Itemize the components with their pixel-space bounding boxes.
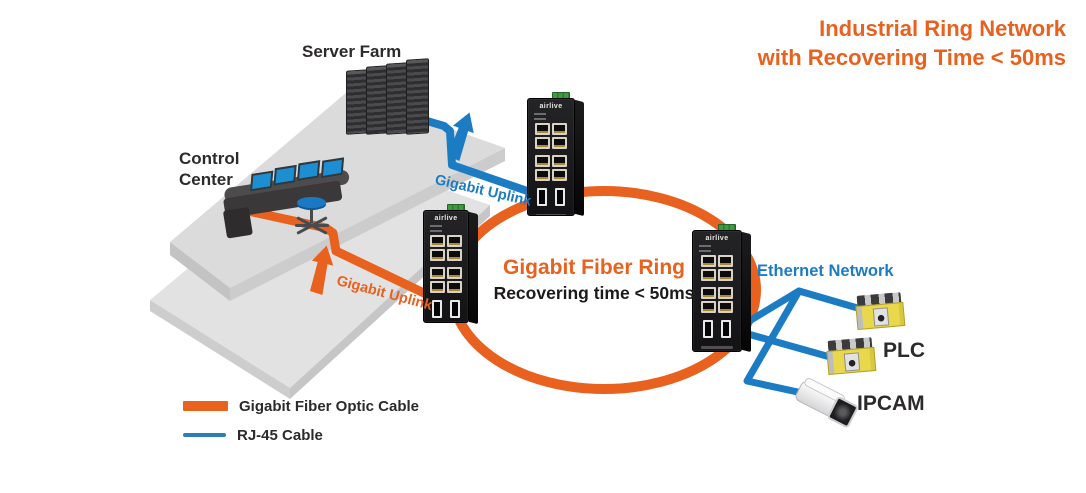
legend-rj45-swatch xyxy=(183,433,226,437)
ethernet-network-label: Ethernet Network xyxy=(757,262,894,280)
switch-sfp-slots xyxy=(703,320,731,338)
industrial-switch-left: airlive xyxy=(423,204,478,324)
switch-status-leds xyxy=(534,113,546,120)
ipcam-body-group xyxy=(792,376,860,429)
switch-status-leds xyxy=(699,245,711,252)
switch-front-panel: airlive xyxy=(527,98,575,216)
office-chair xyxy=(293,197,333,241)
control-center-label-line2: Center xyxy=(179,170,233,189)
monitor-screen xyxy=(250,170,274,192)
control-center-label-line1: Control xyxy=(179,149,240,168)
switch-sfp-slots xyxy=(537,188,565,206)
legend-fiber-label: Gigabit Fiber Optic Cable xyxy=(239,397,420,415)
legend-item-fiber: Gigabit Fiber Optic Cable xyxy=(183,397,419,415)
switch-sfp-slots xyxy=(432,300,460,318)
server-rack-group xyxy=(346,58,436,138)
monitor-screen xyxy=(273,164,297,186)
switch-model-label xyxy=(536,214,566,215)
legend-item-rj45: RJ-45 Cable xyxy=(183,426,323,444)
plc-center-module xyxy=(843,352,861,372)
ipcam-label: IPCAM xyxy=(857,392,925,415)
switch-brand-logo: airlive xyxy=(539,103,563,110)
plc-label: PLC xyxy=(883,339,925,362)
chair-stem xyxy=(310,206,313,223)
plc-device-1 xyxy=(855,292,906,331)
ring-caption: Gigabit Fiber Ring Recovering time < 50m… xyxy=(478,256,710,304)
industrial-switch-top: airlive xyxy=(527,92,584,217)
switch-model-label xyxy=(701,346,733,349)
switch-front-panel: airlive xyxy=(692,230,742,352)
switch-brand-logo: airlive xyxy=(434,215,458,222)
monitor-screen xyxy=(320,157,345,179)
switch-side-panel xyxy=(742,231,751,353)
ethernet-cable-plc2 xyxy=(737,328,834,361)
server-rack xyxy=(406,58,429,135)
switch-rj45-ports xyxy=(535,123,567,181)
control-center-label: Control Center xyxy=(179,148,239,190)
switch-side-panel xyxy=(575,99,584,217)
server-farm-label: Server Farm xyxy=(302,42,402,61)
ethernet-cable-ipcam xyxy=(743,287,811,398)
diagram-title-line2: with Recovering Time < 50ms xyxy=(757,45,1066,70)
fiber-uplink-cable xyxy=(243,206,433,300)
switch-rj45-ports xyxy=(430,235,462,293)
switch-side-panel xyxy=(469,211,478,324)
uplink-arrow-blue xyxy=(447,112,474,161)
ipcam-device xyxy=(793,374,861,429)
plc-center-module xyxy=(872,307,890,327)
desk-base xyxy=(222,206,253,239)
industrial-switch-right: airlive xyxy=(692,224,751,353)
legend-fiber-swatch xyxy=(183,401,228,411)
monitor-screen xyxy=(296,160,321,181)
uplink-arrow-orange xyxy=(309,245,334,295)
ring-subtitle: Recovering time < 50ms xyxy=(493,283,695,303)
switch-front-panel: airlive xyxy=(423,210,469,323)
switch-rj45-ports xyxy=(701,255,733,313)
plc-device-2 xyxy=(826,337,877,376)
ethernet-cables xyxy=(737,287,865,398)
chair-seat xyxy=(297,197,326,208)
diagram-title-line1: Industrial Ring Network xyxy=(819,16,1066,41)
legend-rj45-label: RJ-45 Cable xyxy=(237,426,323,444)
ring-title: Gigabit Fiber Ring xyxy=(503,256,685,279)
switch-status-leds xyxy=(430,225,442,232)
diagram-title: Industrial Ring Network with Recovering … xyxy=(686,14,1066,72)
switch-brand-logo: airlive xyxy=(705,235,729,242)
